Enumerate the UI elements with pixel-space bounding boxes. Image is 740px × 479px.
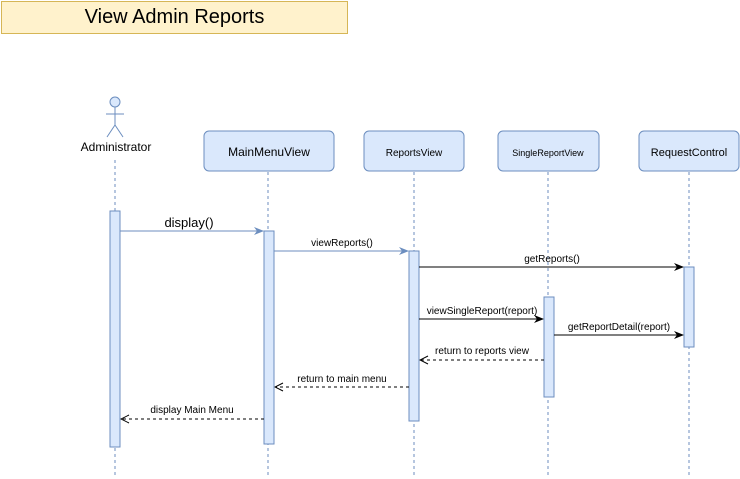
participant-label: MainMenuView (228, 145, 310, 159)
message-label: display() (164, 215, 213, 230)
requestcontrol-activation (683, 266, 695, 348)
participant-mainmenuview: MainMenuView (203, 130, 335, 172)
message-label: return to reports view (435, 346, 530, 357)
message-label: display Main Menu (150, 405, 233, 416)
participant-label: ReportsView (386, 148, 443, 159)
message-label: getReports() (524, 254, 580, 265)
message-label: viewSingleReport(report) (427, 306, 538, 317)
message-label: viewReports() (311, 238, 373, 249)
participant-label: RequestControl (651, 147, 727, 159)
diagram-title: View Admin Reports (1, 1, 348, 34)
actor-label: Administrator (81, 140, 152, 154)
singlereportview-activation (543, 296, 555, 398)
reportsview-activation (408, 250, 420, 422)
administrator-activation (109, 210, 121, 448)
participant-reportsview: ReportsView (363, 130, 465, 172)
stick-figure-icon (106, 96, 124, 138)
message-label: return to main menu (297, 374, 387, 385)
mainmenuview-activation (263, 230, 275, 445)
participant-requestcontrol: RequestControl (638, 130, 740, 172)
message-label: getReportDetail(report) (568, 322, 670, 333)
participant-label: SingleReportView (512, 148, 584, 158)
participant-singlereportview: SingleReportView (497, 130, 600, 172)
